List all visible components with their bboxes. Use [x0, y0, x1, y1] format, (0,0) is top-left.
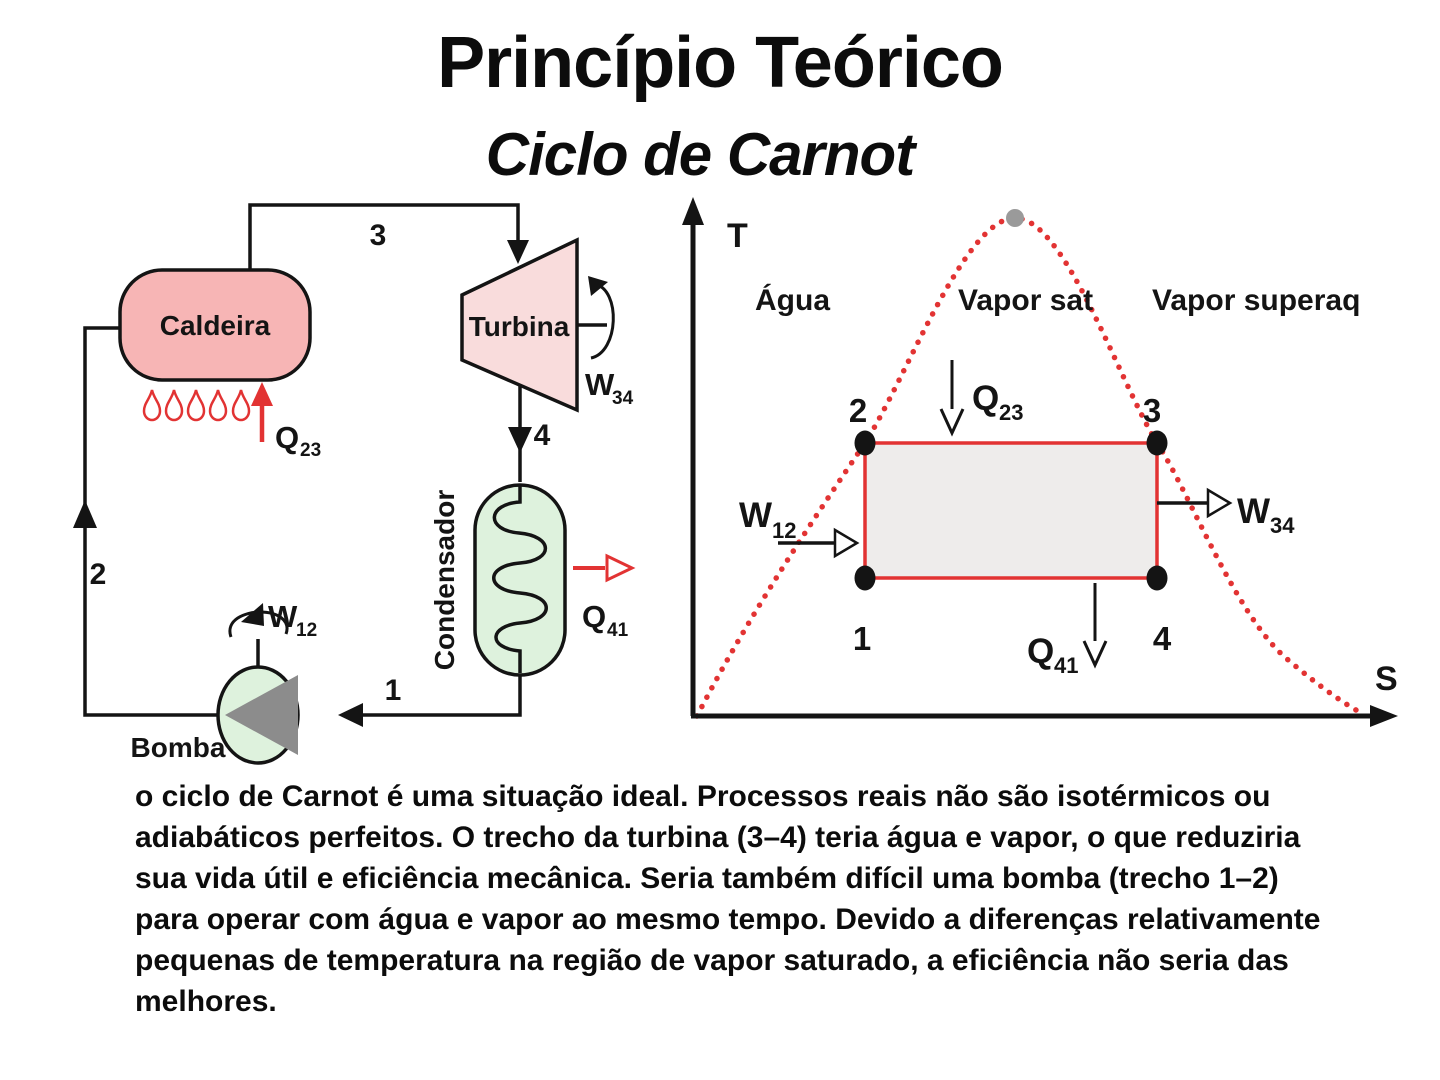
critical-point-dot — [1006, 209, 1024, 227]
region-superheated-vapor-label: Vapor superaq — [1152, 284, 1360, 317]
pipe-condenser-to-pump — [343, 673, 522, 717]
boiler-shape — [118, 268, 312, 382]
turbine-rotation-arrowhead — [588, 276, 608, 296]
condenser-coil — [492, 485, 548, 673]
region-water-label: Água — [755, 283, 830, 317]
state-point-1 — [854, 565, 876, 591]
flame-icon — [164, 389, 184, 422]
heat-out-symbol: Q — [1027, 632, 1054, 671]
pipe-boiler-to-turbine — [248, 203, 520, 270]
state-1-label: 1 — [853, 620, 871, 657]
heat-out-arrowhead — [605, 553, 636, 583]
state-3-label: 3 — [370, 219, 387, 252]
pipe-pump-to-boiler — [83, 326, 220, 717]
pump-work-arrowhead — [833, 527, 860, 559]
heat-in-symbol: Q — [972, 379, 999, 418]
ts-diagram: T S Água Vapor sat Vapor superaq 2 3 1 4… — [682, 197, 1398, 727]
turbine-label: Turbina — [469, 311, 570, 342]
state-2-label: 2 — [90, 558, 107, 591]
pump-work-symbol: W — [739, 496, 772, 535]
state-1-label: 1 — [385, 674, 402, 707]
flame-icon — [142, 389, 162, 422]
condenser-shape — [473, 483, 567, 677]
pump-rotation-arrowhead — [241, 603, 264, 626]
pump-label: Bomba — [131, 732, 226, 763]
turbine-work-symbol: W — [585, 367, 615, 402]
heat-in-arrowhead — [939, 408, 965, 437]
state-point-2 — [854, 430, 876, 456]
pump-impeller — [225, 675, 298, 755]
flame-icon — [208, 389, 228, 422]
heat-out-arrowhead — [1082, 640, 1108, 669]
flame-icon — [231, 389, 251, 422]
arrowhead-turbine-exit — [508, 427, 532, 453]
state-3-label: 3 — [1143, 392, 1161, 429]
turbine-work-subscript: 34 — [612, 388, 634, 409]
arrowhead-into-pump — [338, 703, 363, 727]
heat-out-subscript: 41 — [607, 620, 629, 641]
page-subtitle: Ciclo de Carnot — [485, 121, 915, 188]
t-axis-arrowhead — [682, 197, 704, 225]
turbine-rotation-icon — [590, 282, 615, 360]
heat-in-arrowhead — [251, 382, 273, 406]
saturation-dome-curve — [694, 215, 1366, 719]
s-axis-label: S — [1375, 660, 1398, 698]
condenser-label: Condensador — [429, 490, 460, 671]
page-title: Princípio Teórico — [437, 23, 1004, 103]
region-saturated-vapor-label: Vapor sat — [958, 284, 1093, 317]
flame-icon — [186, 389, 206, 422]
heat-in-symbol: Q — [275, 420, 299, 455]
heat-in-subscript: 23 — [300, 440, 321, 461]
pump-work-symbol: W — [268, 599, 298, 634]
turbine-work-subscript: 34 — [1270, 513, 1295, 538]
boiler-label: Caldeira — [160, 310, 271, 341]
state-4-label: 4 — [1153, 620, 1172, 657]
flame-icons — [142, 389, 251, 422]
state-point-4 — [1146, 565, 1168, 591]
heat-out-subscript: 41 — [1054, 653, 1078, 678]
state-4-label: 4 — [534, 419, 551, 452]
state-point-3 — [1146, 430, 1168, 456]
heat-out-symbol: Q — [582, 599, 606, 634]
heat-in-subscript: 23 — [999, 400, 1023, 425]
caption-paragraph: o ciclo de Carnot é uma situação ideal. … — [135, 780, 1321, 1018]
cycle-schematic-diagram: 3 4 1 2 Caldeira Q 23 Turbina W 34 Conde… — [73, 203, 636, 765]
turbine-work-symbol: W — [1237, 492, 1270, 531]
state-2-label: 2 — [849, 392, 867, 429]
carnot-cycle-rectangle — [863, 441, 1159, 580]
turbine-work-arrowhead — [1206, 487, 1233, 519]
t-axis-label: T — [727, 217, 748, 255]
s-axis-arrowhead — [1370, 705, 1398, 727]
arrowhead-up-left-pipe — [73, 500, 97, 528]
turbine-shape — [460, 237, 579, 413]
arrowhead-into-turbine — [507, 240, 529, 264]
pump-work-subscript: 12 — [296, 620, 317, 641]
pump-work-subscript: 12 — [772, 518, 796, 543]
